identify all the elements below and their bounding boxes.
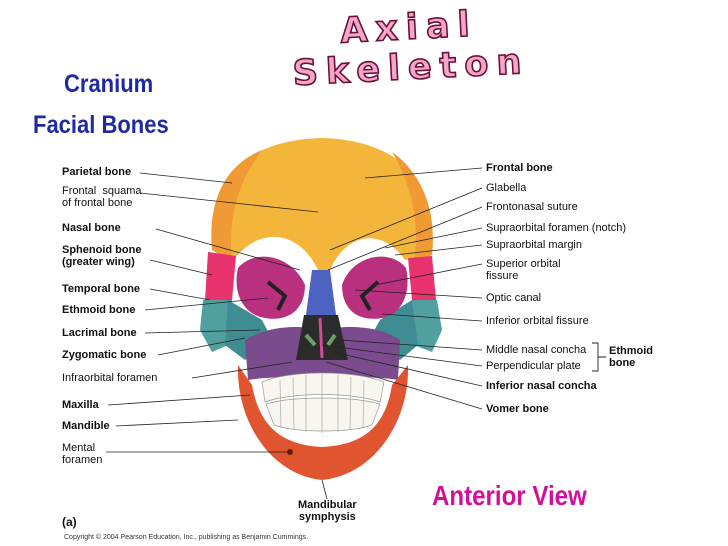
label-supraorbital-margin: Supraorbital margin xyxy=(486,239,582,251)
label-mandibular-symphysis: Mandibular symphysis xyxy=(298,499,357,523)
label-supraorbital-foramen: Supraorbital foramen (notch) xyxy=(486,222,627,234)
heading-facial-bones: Facial Bones xyxy=(33,111,169,139)
label-vomer-bone: Vomer bone xyxy=(486,403,549,415)
nasal-bone xyxy=(306,270,336,315)
ethmoid-bracket xyxy=(592,342,606,372)
label-inferior-nasal-concha: Inferior nasal concha xyxy=(486,380,597,392)
label-maxilla: Maxilla xyxy=(62,399,99,411)
orbit-left xyxy=(236,256,305,319)
sphenoid-left xyxy=(205,252,236,300)
label-lacrimal-bone: Lacrimal bone xyxy=(62,327,137,339)
view-label: Anterior View xyxy=(432,480,587,511)
label-mental-foramen: Mental foramen xyxy=(62,442,103,466)
label-temporal-bone: Temporal bone xyxy=(62,283,141,295)
lower-teeth xyxy=(265,397,381,432)
parietal-bone-right xyxy=(392,152,433,262)
label-perpendicular-plate: Perpendicular plate xyxy=(486,360,581,372)
frontal-bone xyxy=(211,138,433,270)
part-label: (a) xyxy=(62,515,77,529)
copyright-caption: Copyright © 2004 Pearson Education, Inc.… xyxy=(64,534,309,541)
label-parietal-bone: Parietal bone xyxy=(62,166,132,178)
label-ethmoid-bone: Ethmoid bone xyxy=(62,304,136,316)
heading-cranium: Cranium xyxy=(64,70,154,98)
label-mandible: Mandible xyxy=(62,420,110,432)
label-ethmoid-bracket: Ethmoid bone xyxy=(609,345,653,369)
label-zygomatic-bone: Zygomatic bone xyxy=(62,349,147,361)
mandible xyxy=(237,365,409,480)
label-frontal-squama: Frontal squama of frontal bone xyxy=(62,185,142,209)
label-glabella: Glabella xyxy=(486,182,527,194)
label-optic-canal: Optic canal xyxy=(486,292,542,304)
label-sphenoid-bone: Sphenoid bone (greater wing) xyxy=(62,244,142,268)
sphenoid-right xyxy=(408,256,436,300)
temporal-left xyxy=(200,300,232,352)
temporal-right xyxy=(412,300,442,352)
label-frontal-bone: Frontal bone xyxy=(486,162,553,174)
label-superior-orbital-fissure: Superior orbital fissure xyxy=(486,258,561,282)
orbit-right xyxy=(342,256,408,319)
label-middle-nasal-concha: Middle nasal concha xyxy=(486,344,587,356)
upper-teeth xyxy=(261,372,385,403)
label-frontonasal-suture: Frontonasal suture xyxy=(486,201,578,213)
label-infraorbital-foramen: Infraorbital foramen xyxy=(62,372,158,384)
label-nasal-bone: Nasal bone xyxy=(62,222,121,234)
parietal-bone xyxy=(211,150,262,262)
label-inferior-orbital-fissure: Inferior orbital fissure xyxy=(486,315,589,327)
